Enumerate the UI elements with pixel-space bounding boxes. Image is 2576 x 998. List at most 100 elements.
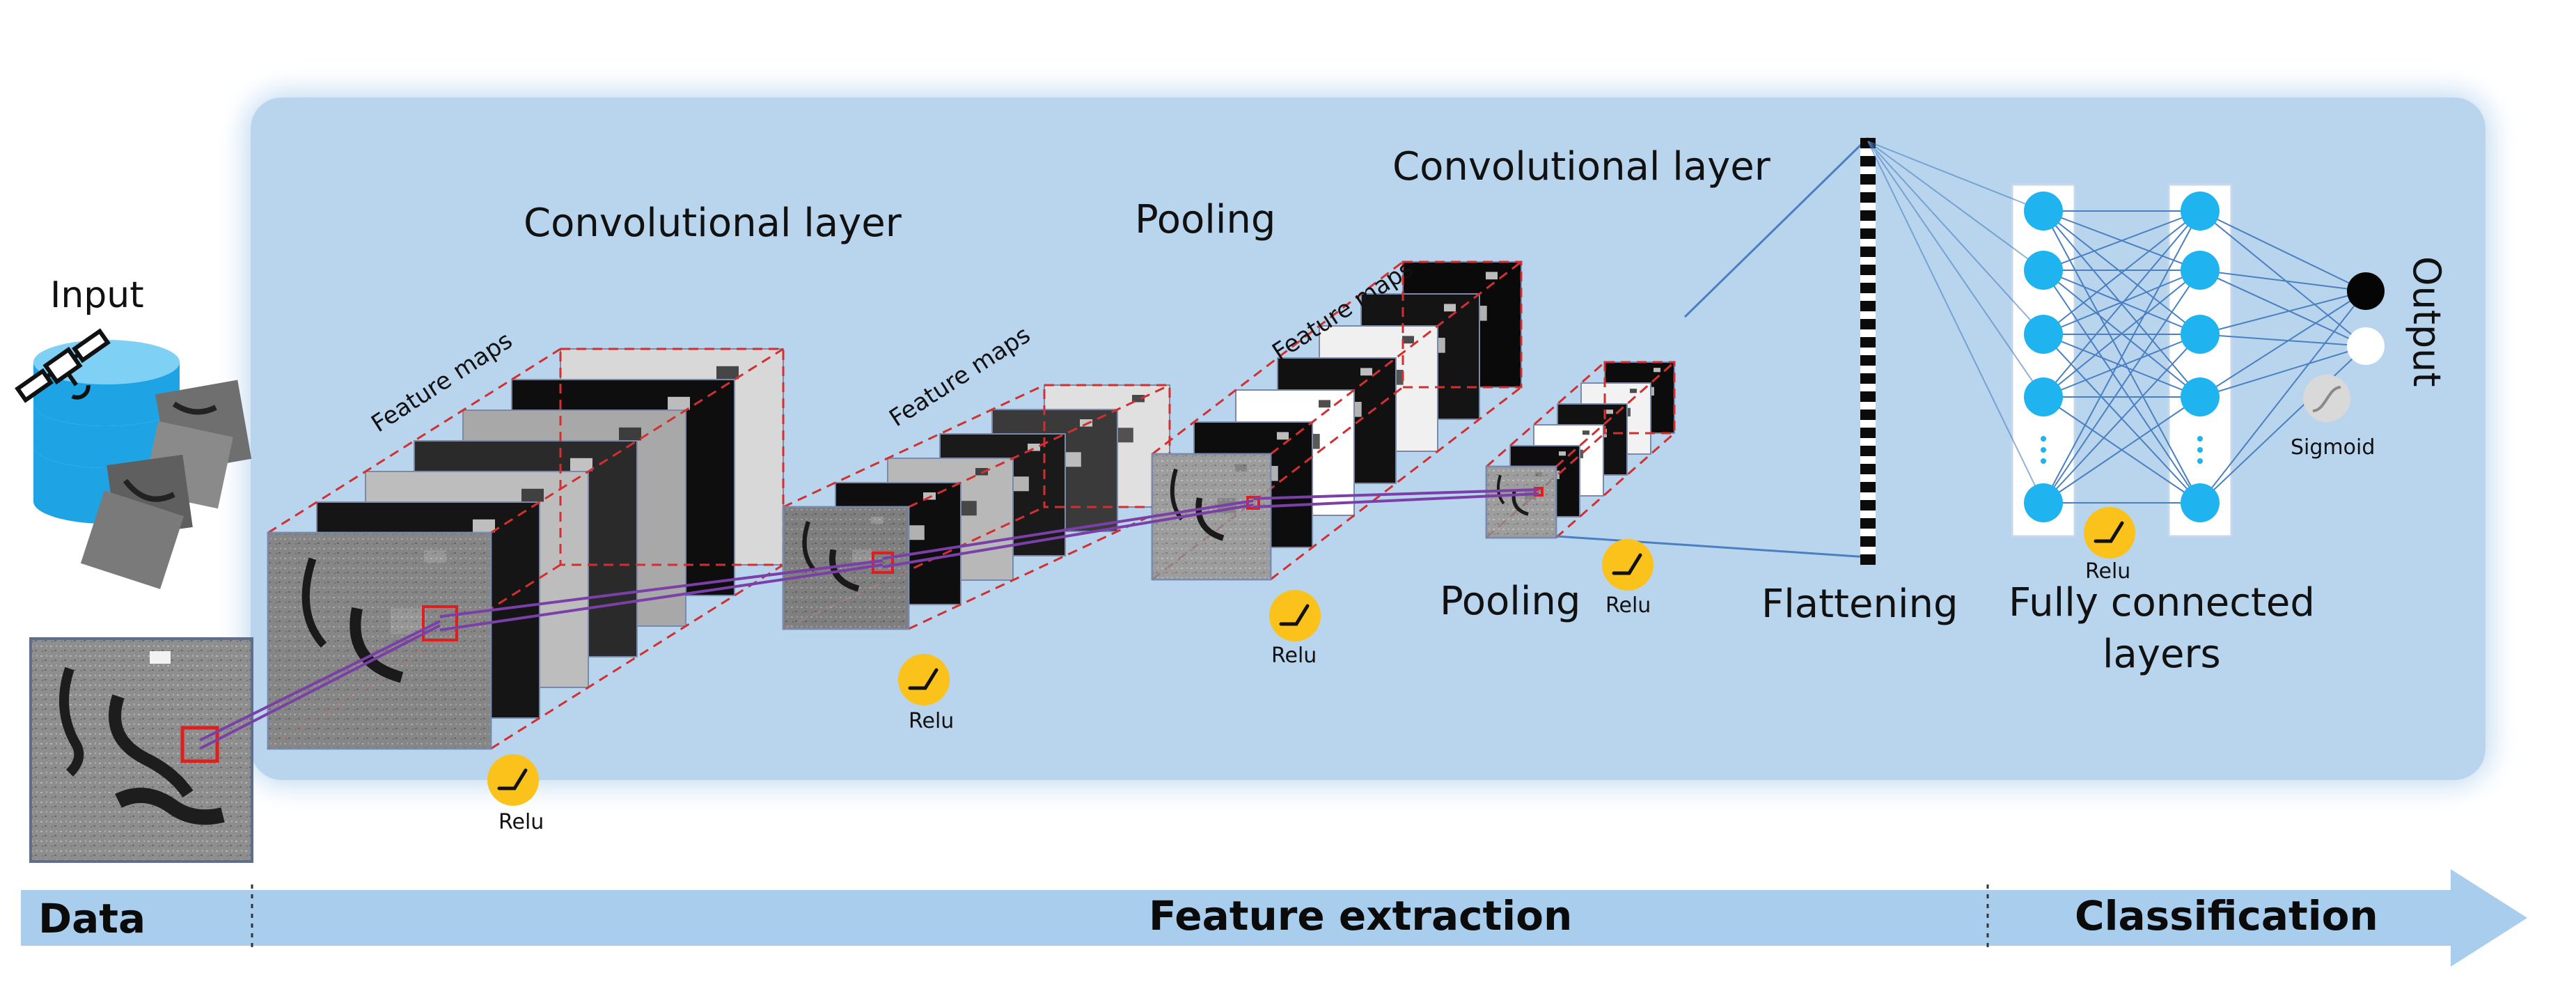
feature-blob [1559, 451, 1566, 456]
flatten-cell [1860, 247, 1876, 257]
relu-curve [1612, 553, 1642, 575]
receptive-field-link [439, 563, 883, 632]
feature-blob [1277, 432, 1289, 440]
flattened-vector [1860, 138, 1876, 565]
feature-blob [1028, 444, 1040, 451]
flatten-cell [1860, 373, 1876, 384]
fc-to-output-connection [2199, 345, 2366, 504]
neuron [2181, 377, 2220, 416]
ellipsis-dot [2041, 447, 2046, 453]
neuron [2181, 483, 2220, 522]
stack-back-outline [1401, 260, 1523, 389]
neuron [2024, 251, 2063, 290]
front-feature-map [1151, 453, 1272, 581]
fc-connection [2043, 396, 2201, 504]
flatten-cell [1860, 391, 1876, 402]
fc-layer-2-panel [2167, 183, 2233, 538]
front-feature-map [1485, 465, 1557, 539]
stack-edge [1486, 361, 1605, 468]
feature-blob [975, 468, 988, 476]
slick-stroke [802, 521, 817, 572]
stack-edge [1486, 432, 1605, 539]
flatten-to-fc-connection [1867, 141, 2044, 212]
stack-edge [1270, 260, 1522, 455]
relu-activation-icon [487, 754, 539, 806]
front-feature-map [782, 506, 910, 630]
slick-stroke [1195, 497, 1225, 541]
pooling-2-label: Pooling [1440, 579, 1581, 624]
feature-blob [570, 458, 592, 471]
feature-blob [1606, 410, 1613, 414]
fc-connection [2043, 210, 2201, 504]
fc-connection [2043, 210, 2201, 271]
stack-back-outline [559, 348, 785, 566]
ellipsis-dot [2197, 436, 2203, 442]
receptive-field-link [1252, 492, 1539, 508]
input-image [29, 637, 253, 863]
fc-connection [2043, 270, 2201, 398]
feature-blob [1444, 304, 1456, 312]
relu-curve [1279, 604, 1310, 626]
sigmoid-curve [2312, 386, 2341, 412]
feature-blob [1061, 452, 1081, 467]
neuron [2024, 315, 2063, 354]
neuron [2024, 483, 2063, 522]
feature-blob [668, 396, 690, 410]
fc-to-output-connection [2199, 290, 2366, 335]
relu-label-2: Relu [909, 709, 955, 733]
fc-connection [2043, 210, 2201, 398]
input-label: Input [50, 274, 144, 316]
conv-layer-2-label: Convolutional layer [1392, 144, 1770, 189]
output-label: Output [2405, 256, 2449, 387]
fc-connection [2043, 334, 2201, 504]
receptive-field-box [422, 605, 458, 641]
relu-badge [1602, 539, 1654, 591]
flatten-cell [1860, 301, 1876, 311]
flatten-cell [1860, 265, 1876, 275]
fc-to-output-connection [2199, 290, 2366, 398]
satellite-icon [15, 328, 111, 403]
pooling-layer-2-feature-maps [1485, 361, 1676, 539]
relu-activation-icon [2084, 507, 2135, 559]
fc-to-output-connection [2199, 345, 2366, 398]
output-neuron-2 [2347, 327, 2385, 365]
relu-badge [1269, 590, 1321, 641]
receptive-field-link [439, 559, 883, 618]
stack-edge [1555, 361, 1675, 468]
flatten-cell [1860, 500, 1876, 510]
flatten-cell [1860, 174, 1876, 185]
feature-blob [1319, 400, 1330, 408]
input-receptive-field [180, 726, 219, 763]
feature-blob [1360, 368, 1372, 376]
stack-edge [490, 348, 784, 534]
sigmoid-label: Sigmoid [2291, 435, 2375, 460]
fc-to-output-connection [2199, 210, 2366, 292]
flatten-cell [1860, 446, 1876, 456]
fc-connection [2043, 270, 2201, 335]
stack-edge [267, 348, 561, 534]
feature-blob [521, 488, 544, 502]
stack-back-outline [1043, 384, 1171, 508]
neuron [2181, 315, 2220, 354]
flatten-cell [1860, 536, 1876, 547]
ellipsis-dot [2197, 458, 2203, 464]
relu-label-4: Relu [1605, 593, 1651, 618]
receptive-field-link [882, 499, 1254, 560]
fc-to-output-connection [2199, 270, 2366, 347]
receptive-field-link [199, 620, 441, 742]
fc-to-output-connection [2199, 270, 2366, 292]
neuron [2181, 192, 2220, 231]
stack-back-outline [1603, 361, 1676, 435]
feature-blob [957, 501, 977, 516]
ellipsis-dot [2041, 436, 2046, 442]
stage-arrow [21, 869, 2527, 967]
relu-curve [2094, 521, 2124, 543]
pooling-layer-1-feature-maps [782, 384, 1171, 630]
feature-blob [716, 366, 739, 380]
flatten-connector-top [1683, 137, 1869, 318]
neuron [2024, 377, 2063, 416]
feature-blob [1654, 368, 1660, 373]
feature-blob [619, 427, 641, 441]
flatten-cell [1860, 464, 1876, 474]
slick-stroke [1170, 468, 1184, 521]
